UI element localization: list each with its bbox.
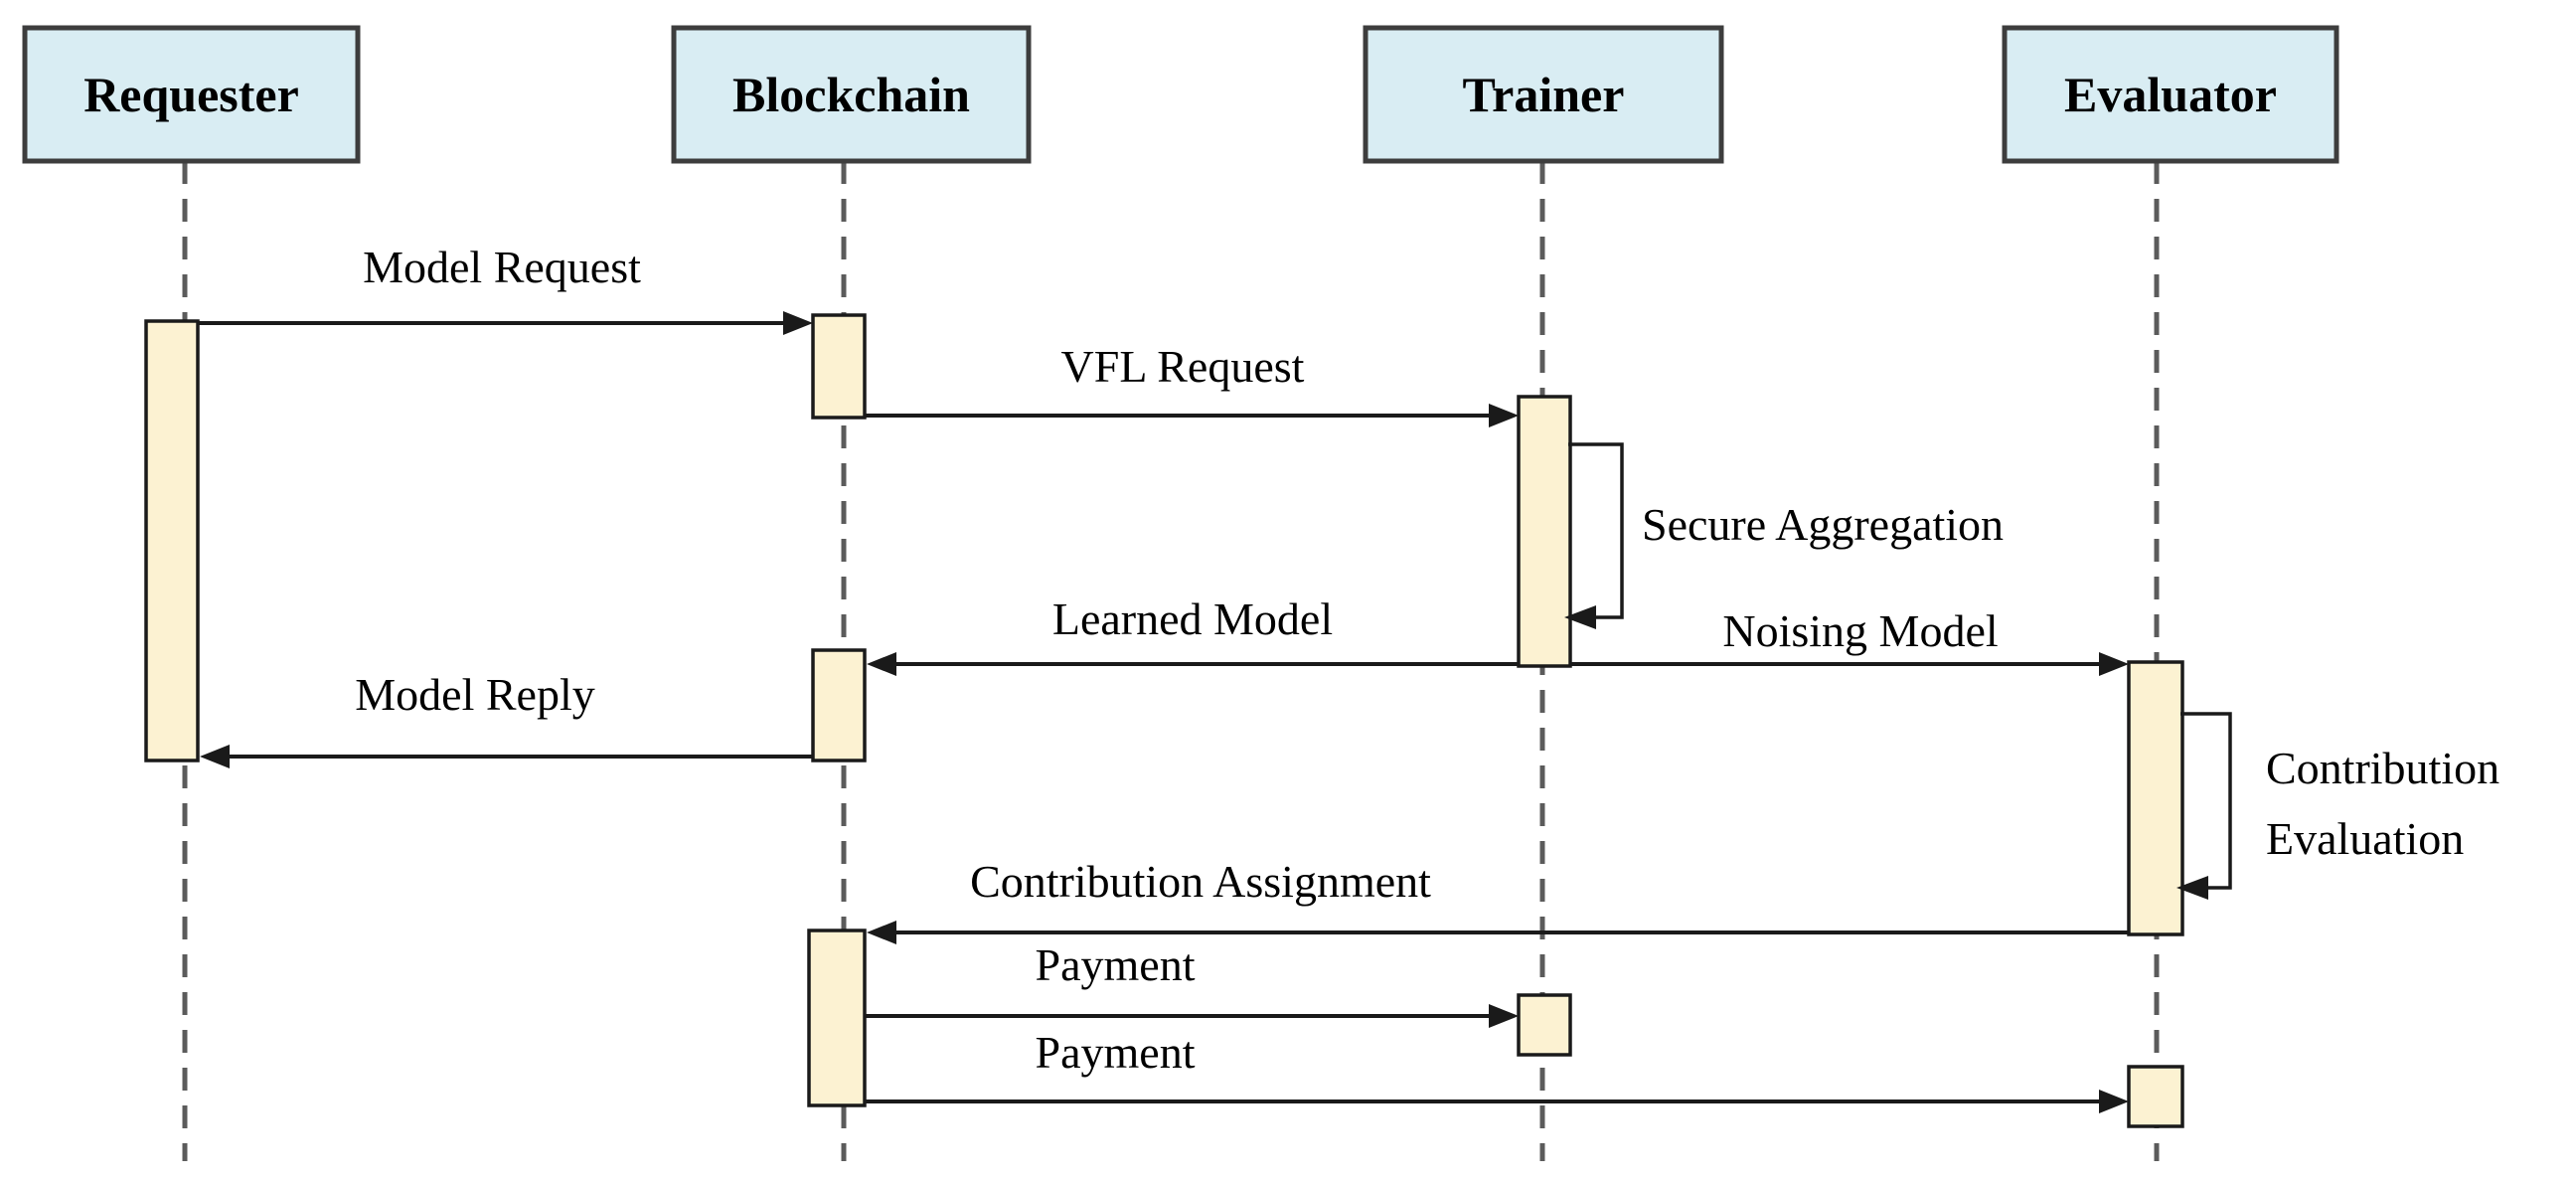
self-loop-label-secure-aggregation: Secure Aggregation: [1642, 499, 2004, 550]
message-arrowhead-contribution-assignment: [867, 921, 896, 944]
blockchain-activation-3: [807, 929, 867, 1107]
message-label-payment-to-trainer: Payment: [1036, 939, 1196, 990]
self-loop-label-contribution-evaluation: Evaluation: [2266, 813, 2464, 864]
requester-activation: [144, 319, 200, 762]
evaluator-activation-main: [2127, 660, 2184, 936]
message-label-model-reply: Model Reply: [355, 669, 594, 720]
actor-box-evaluator: [2002, 25, 2339, 164]
message-label-noising-model: Noising Model: [1722, 605, 1998, 656]
message-label-contribution-assignment: Contribution Assignment: [970, 856, 1431, 907]
evaluator-activation-payment: [2127, 1065, 2184, 1128]
self-loop-contribution-evaluation: [2180, 712, 2232, 890]
actor-label-trainer: Trainer: [1463, 67, 1625, 122]
message-label-model-request: Model Request: [363, 242, 641, 292]
message-arrowhead-vfl-request: [1489, 404, 1519, 427]
actor-box-trainer: [1363, 25, 1724, 164]
actor-label-blockchain: Blockchain: [732, 67, 970, 122]
self-loop-arrowhead-contribution-evaluation: [2176, 876, 2208, 900]
message-label-vfl-request: VFL Request: [1061, 341, 1305, 392]
message-label-learned-model: Learned Model: [1052, 593, 1333, 644]
message-label-payment-to-evaluator: Payment: [1036, 1027, 1196, 1078]
self-loop-arrowhead-secure-aggregation: [1564, 605, 1596, 629]
self-loop-secure-aggregation: [1568, 442, 1624, 619]
blockchain-activation-1: [811, 313, 867, 420]
trainer-activation-main: [1517, 395, 1572, 668]
actor-box-blockchain: [671, 25, 1032, 164]
message-arrowhead-payment-to-trainer: [1489, 1004, 1519, 1028]
trainer-activation-payment: [1517, 993, 1572, 1057]
message-arrowhead-model-reply: [200, 745, 230, 768]
message-arrowhead-model-request: [783, 311, 813, 335]
actor-label-evaluator: Evaluator: [2064, 67, 2277, 122]
message-arrowhead-learned-model: [867, 652, 896, 676]
message-arrowhead-noising-model: [2099, 652, 2129, 676]
actor-box-requester: [22, 25, 361, 164]
actor-label-requester: Requester: [83, 67, 299, 122]
message-arrowhead-payment-to-evaluator: [2099, 1090, 2129, 1113]
blockchain-activation-2: [811, 648, 867, 762]
self-loop-label-contribution-evaluation: Contribution: [2266, 743, 2499, 793]
